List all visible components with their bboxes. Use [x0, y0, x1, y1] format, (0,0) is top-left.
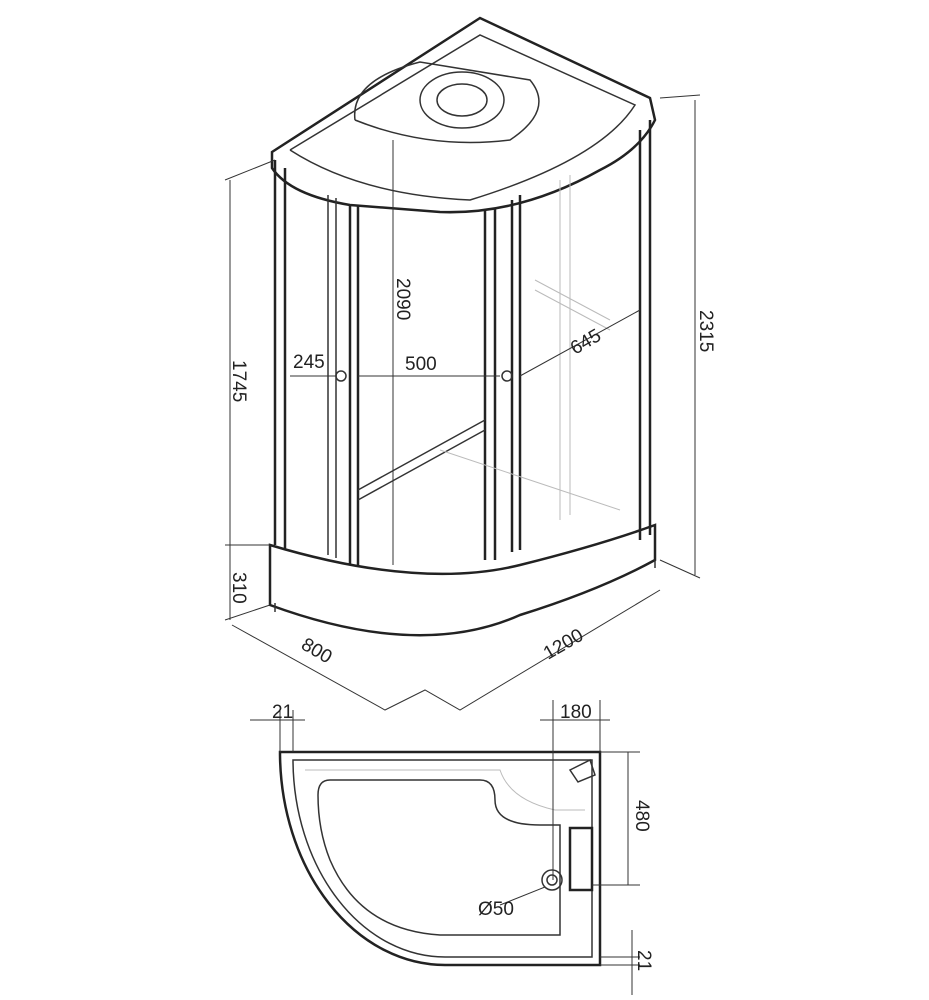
roof-recess [353, 61, 540, 144]
dim-21-bottom: 21 [633, 950, 654, 971]
cabin-isometric [268, 16, 657, 637]
dim-21-top: 21 [272, 702, 293, 723]
dim-1745: 1745 [228, 360, 249, 402]
right-frame [638, 120, 652, 540]
valve [568, 758, 596, 783]
roof-inner [289, 34, 637, 201]
roof-outline [270, 16, 657, 214]
tray-plan-view: 21 180 480 Ø50 21 [250, 700, 654, 995]
door-handle-left [335, 370, 347, 382]
dim-500: 500 [405, 354, 437, 375]
tray-basin [317, 779, 561, 936]
dim-800: 800 [298, 634, 336, 668]
dim-480: 480 [631, 800, 652, 832]
drain [541, 869, 563, 891]
dim-1200: 1200 [540, 625, 587, 664]
tray-plan-outline [278, 750, 602, 967]
rain-shower-head [419, 71, 505, 129]
dim-2315: 2315 [695, 310, 716, 352]
dim-645: 645 [567, 325, 605, 359]
dim-180: 180 [560, 702, 592, 723]
dimension-lines: 1745 245 500 2090 645 2315 310 800 1200 [224, 94, 716, 711]
dim-drain-diameter: Ø50 [478, 899, 514, 920]
dim-245: 245 [293, 352, 325, 373]
dim-2090: 2090 [392, 278, 413, 320]
door-handle-right [501, 370, 513, 382]
dim-310: 310 [228, 572, 249, 604]
seat-bracket [568, 826, 594, 892]
